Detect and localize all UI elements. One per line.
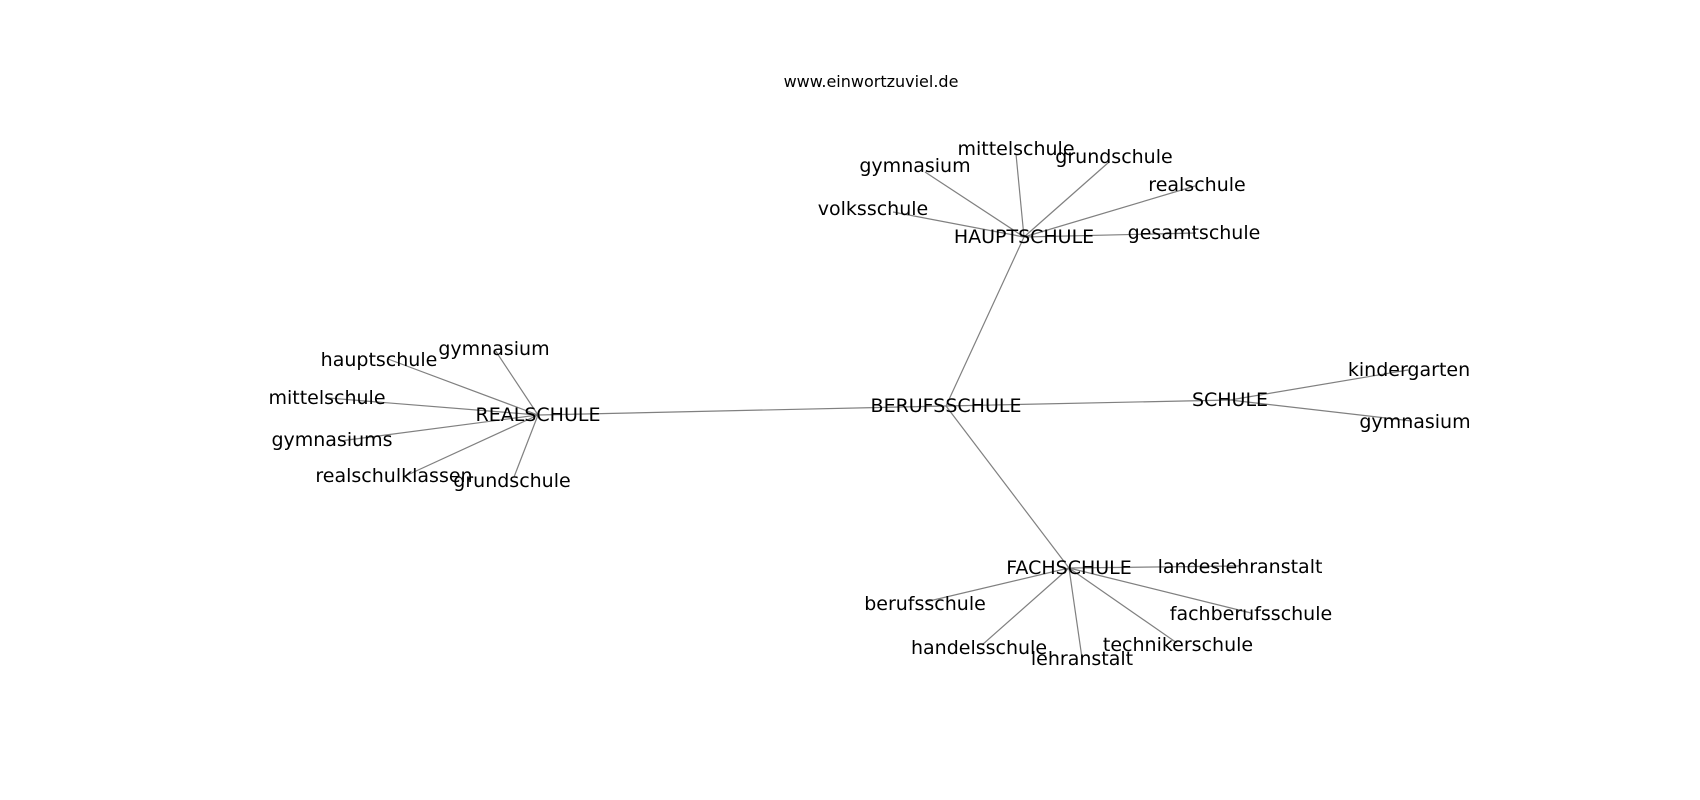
edge-realschule-to-gymnasium: [494, 349, 539, 416]
edge-realschule-to-mittelschule: [327, 397, 539, 416]
hub-node-label: FACHSCHULE: [1006, 557, 1132, 579]
edge-fachschule-to-technikerschule: [1068, 567, 1178, 644]
leaf-node-label: mittelschule: [957, 138, 1074, 160]
edge-fachschule-to-landeslehranstalt: [1068, 565, 1241, 569]
label-layer: BERUFSSCHULEHAUPTSCHULEgymnasiummittelsc…: [268, 138, 1470, 670]
edge-hauptschule-to-gymnasium: [924, 171, 1025, 238]
edge-schule-to-gymnasium: [1229, 399, 1413, 422]
leaf-node-label: hauptschule: [321, 349, 438, 371]
edge-hauptschule-to-volksschule: [892, 211, 1025, 238]
leaf-node-label: kindergarten: [1348, 359, 1470, 381]
leaf-node-label: realschule: [1148, 174, 1245, 196]
leaf-node-label: gymnasium: [859, 155, 970, 177]
edge-fachschule-to-lehranstalt: [1068, 567, 1083, 659]
site-caption: www.einwortzuviel.de: [784, 72, 959, 91]
edge-center-to-realschule: [537, 405, 947, 416]
leaf-node-label: gymnasium: [1359, 411, 1470, 433]
leaf-node-label: technikerschule: [1103, 634, 1253, 656]
edge-hauptschule-to-mittelschule: [1015, 153, 1025, 238]
leaf-node-label: berufsschule: [864, 593, 986, 615]
edge-fachschule-to-berufsschule: [924, 567, 1070, 603]
edge-center-to-schule: [945, 399, 1231, 407]
hub-node-label: HAUPTSCHULE: [954, 226, 1094, 248]
edge-hauptschule-to-realschule: [1023, 185, 1196, 238]
edge-center-to-fachschule: [945, 405, 1070, 569]
edge-center-to-hauptschule: [945, 236, 1025, 407]
edge-schule-to-kindergarten: [1229, 369, 1409, 401]
leaf-node-label: fachberufsschule: [1170, 603, 1332, 625]
hub-node-label: SCHULE: [1192, 389, 1268, 411]
leaf-node-label: mittelschule: [268, 387, 385, 409]
edge-hauptschule-to-gesamtschule: [1023, 232, 1197, 238]
leaf-node-label: grundschule: [453, 470, 570, 492]
edge-hauptschule-to-grundschule: [1023, 161, 1110, 238]
edge-realschule-to-hauptschule: [387, 358, 539, 416]
leaf-node-label: gymnasium: [438, 338, 549, 360]
edge-realschule-to-grundschule: [513, 414, 539, 478]
leaf-node-label: landeslehranstalt: [1158, 556, 1323, 578]
edge-layer: [327, 153, 1413, 659]
leaf-node-label: gymnasiums: [271, 429, 392, 451]
leaf-node-label: grundschule: [1055, 146, 1172, 168]
edge-realschule-to-realschulklassen: [402, 414, 539, 478]
leaf-node-label: volksschule: [818, 198, 928, 220]
leaf-node-label: lehranstalt: [1031, 648, 1133, 670]
hub-node-label: REALSCHULE: [476, 404, 601, 426]
leaf-node-label: realschulklassen: [315, 465, 472, 487]
edge-fachschule-to-fachberufsschule: [1068, 567, 1252, 614]
edge-realschule-to-gymnasiums: [339, 414, 539, 442]
edge-fachschule-to-handelsschule: [981, 567, 1070, 646]
leaf-node-label: gesamtschule: [1128, 222, 1261, 244]
leaf-node-label: handelsschule: [911, 637, 1047, 659]
center-node-label: BERUFSSCHULE: [871, 395, 1022, 417]
